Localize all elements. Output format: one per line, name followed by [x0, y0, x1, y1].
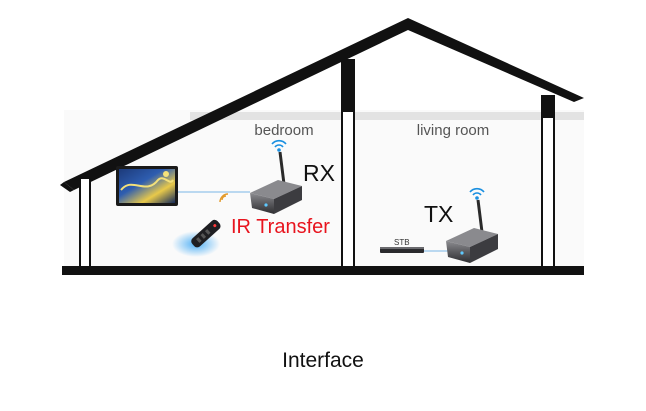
receiver-label: RX — [303, 160, 335, 186]
rx-front — [250, 193, 274, 214]
center-pillar-dark — [342, 60, 354, 112]
stb-label: STB — [394, 238, 410, 247]
rx-led — [264, 203, 268, 207]
caption: Interface — [282, 349, 364, 372]
wifi-icon — [271, 139, 287, 152]
ir-waves — [219, 193, 229, 203]
wifi-icon — [469, 187, 485, 200]
rx-side — [274, 186, 302, 214]
floor — [62, 266, 584, 275]
right-wall-dark — [542, 96, 554, 118]
tx-top — [446, 228, 498, 247]
tx-antenna — [476, 199, 484, 233]
tx-led — [460, 251, 464, 255]
transmitter-box — [446, 199, 498, 263]
tx-front — [446, 241, 470, 263]
tx-side — [470, 234, 498, 263]
ceiling-beam — [190, 112, 584, 120]
transmitter-label: TX — [424, 201, 453, 227]
rx-top — [250, 180, 302, 199]
tv-screen-swirl — [120, 177, 174, 191]
right-wall — [541, 95, 555, 271]
room-label-living-room: living room — [417, 122, 490, 139]
roof-eave-left — [60, 182, 74, 192]
receiver-box — [250, 151, 302, 214]
remote-control — [191, 219, 221, 248]
room-label-bedroom: bedroom — [254, 122, 313, 139]
left-wall — [79, 177, 91, 271]
set-top-box — [380, 247, 424, 253]
rx-antenna — [278, 151, 286, 185]
tv — [116, 166, 178, 206]
ir-transfer-label: IR Transfer — [231, 216, 330, 238]
tv-screen-moon — [163, 171, 169, 177]
